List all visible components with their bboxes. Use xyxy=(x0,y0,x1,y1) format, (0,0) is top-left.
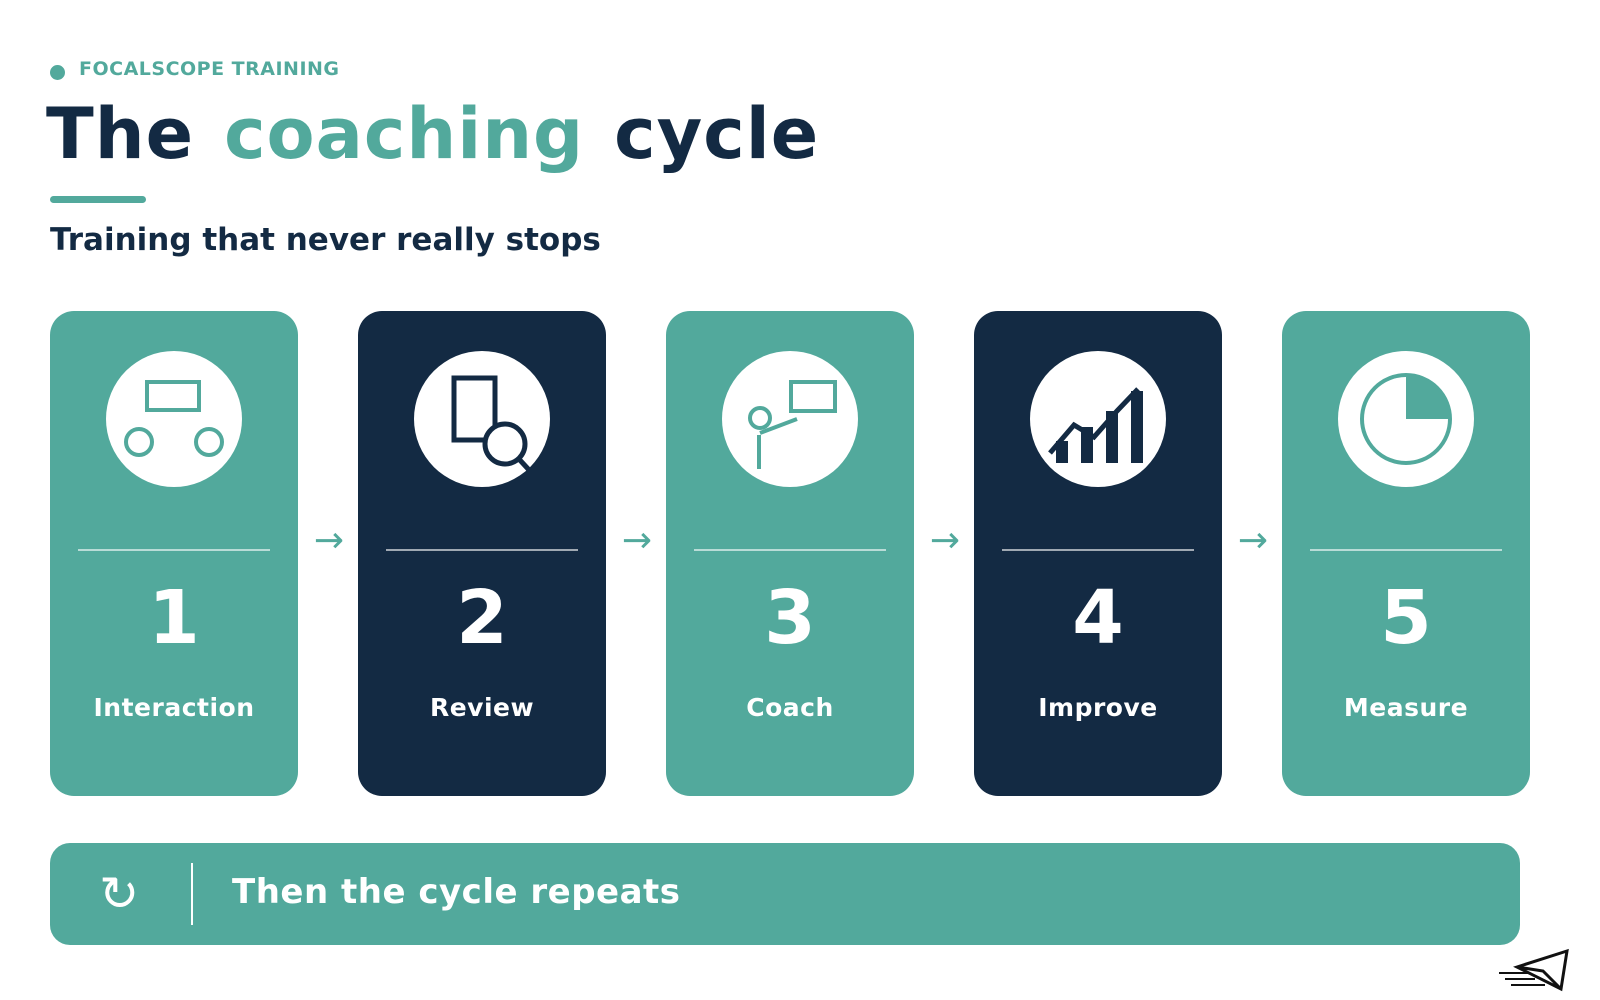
page-subtitle: Training that never really stops xyxy=(50,222,601,258)
repeat-icon: ↻ xyxy=(98,866,140,922)
step-number: 5 xyxy=(1380,575,1432,661)
arrow-4-to-5: → xyxy=(1237,520,1269,561)
step-label: Improve xyxy=(1038,693,1158,722)
title-underline xyxy=(50,196,146,203)
step-number: 3 xyxy=(764,575,816,661)
repeat-banner: ↻ Then the cycle repeats xyxy=(50,843,1520,945)
coach-icon xyxy=(748,380,837,469)
banner-separator xyxy=(191,863,193,925)
step-label: Review xyxy=(429,693,535,722)
step-card-interaction: 1 Interaction xyxy=(50,311,298,796)
step-label: Interaction xyxy=(93,693,255,722)
step-divider xyxy=(1002,549,1194,551)
step-divider xyxy=(78,549,270,551)
step-number: 2 xyxy=(456,575,508,661)
eyebrow-label: FOCALSCOPE TRAINING xyxy=(79,58,340,80)
step-label: Measure xyxy=(1343,693,1469,722)
interaction-icon xyxy=(124,380,224,457)
cycle-steps: 1 Interaction → 2 Review → 3 Coac xyxy=(50,311,1530,796)
measure-icon xyxy=(1360,373,1452,465)
step-divider xyxy=(1310,549,1502,551)
arrow-3-to-4: → xyxy=(929,520,961,561)
step-divider xyxy=(386,549,578,551)
step-card-coach: 3 Coach xyxy=(666,311,914,796)
step-icon-circle xyxy=(1338,351,1474,487)
step-card-measure: 5 Measure xyxy=(1282,311,1530,796)
step-card-improve: 4 Improve xyxy=(974,311,1222,796)
title-part-2: cycle xyxy=(614,93,820,175)
step-icon-circle xyxy=(414,351,550,487)
title-part-1: The xyxy=(46,93,195,175)
step-number: 1 xyxy=(148,575,200,661)
step-label: Coach xyxy=(746,693,834,722)
improve-icon xyxy=(1048,387,1143,463)
step-card-review: 2 Review xyxy=(358,311,606,796)
eyebrow: FOCALSCOPE TRAINING xyxy=(50,58,340,80)
step-divider xyxy=(694,549,886,551)
step-number: 4 xyxy=(1072,575,1124,661)
step-icon-circle xyxy=(106,351,242,487)
eyebrow-dot xyxy=(50,64,65,80)
banner-text: Then the cycle repeats xyxy=(232,872,681,912)
arrow-2-to-3: → xyxy=(621,520,653,561)
review-icon xyxy=(451,375,532,473)
title-accent: coaching xyxy=(224,93,585,175)
page-title: The coaching cycle xyxy=(46,92,819,176)
step-icon-circle xyxy=(722,351,858,487)
arrow-1-to-2: → xyxy=(313,520,345,561)
send-logo-icon xyxy=(1499,948,1569,992)
step-icon-circle xyxy=(1030,351,1166,487)
